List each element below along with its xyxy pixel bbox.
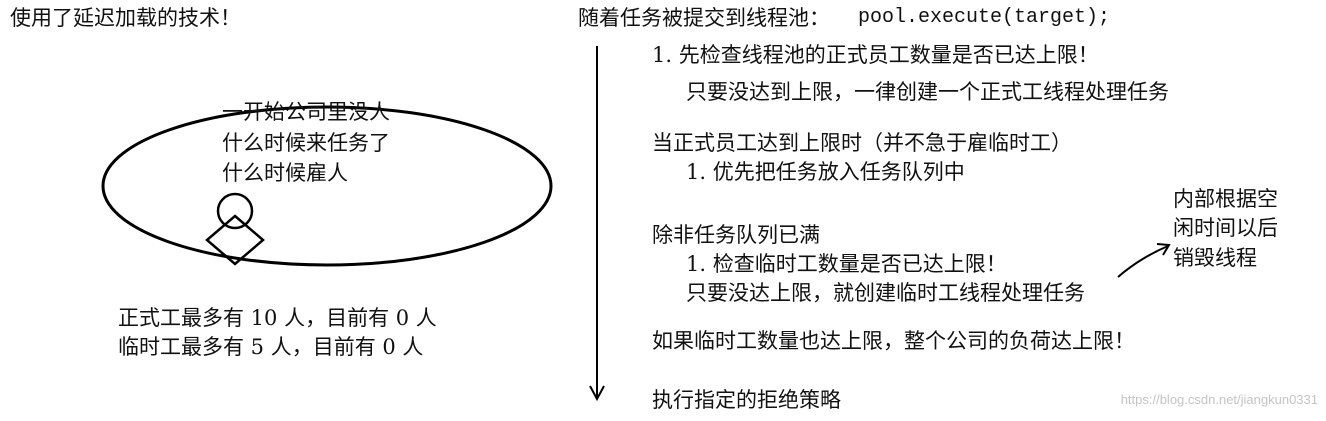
step-enqueue: 1. 优先把任务放入任务队列中 (686, 160, 965, 184)
heading-label: 随着任务被提交到线程池： (578, 6, 830, 30)
company-ellipse (101, 105, 553, 267)
note-line-2: 闲时间以后 (1173, 216, 1278, 240)
left-title: 使用了延迟加载的技术！ (10, 6, 241, 30)
step-check-regular: 1. 先检查线程池的正式员工数量是否已达上限！ (652, 43, 1099, 67)
ellipse-line-2: 什么时候来任务了 (222, 131, 390, 155)
note-arrow-line (1117, 245, 1169, 278)
note-line-1: 内部根据空 (1173, 187, 1278, 211)
step-check-temporary: 1. 检查临时工数量是否已达上限！ (686, 252, 1007, 276)
person-body-diamond (205, 214, 265, 266)
person-head-icon (216, 192, 254, 230)
watermark: https://blog.csdn.net/jiangkun0331 (1120, 392, 1318, 407)
step-all-full: 如果临时工数量也达上限，整个公司的负荷达上限！ (652, 329, 1135, 353)
step-create-temporary: 只要没达上限，就创建临时工线程处理任务 (686, 281, 1085, 305)
heading-code: pool.execute(target); (858, 6, 1111, 29)
flow-arrow-head (589, 385, 605, 402)
step-reject-policy: 执行指定的拒绝策略 (652, 388, 841, 412)
step-queue-full: 除非任务队列已满 (652, 223, 820, 247)
ellipse-line-3: 什么时候雇人 (222, 161, 348, 185)
step-create-regular: 只要没达到上限，一律创建一个正式工线程处理任务 (686, 80, 1169, 104)
ellipse-line-1: 一开始公司里没人 (222, 100, 390, 124)
note-arrow-head (1156, 243, 1171, 256)
note-line-3: 销毁线程 (1173, 246, 1257, 270)
step-regular-full: 当正式员工达到上限时（并不急于雇临时工） (652, 131, 1072, 155)
capacity-line-regular: 正式工最多有 10 人，目前有 0 人 (118, 306, 437, 330)
capacity-line-temporary: 临时工最多有 5 人，目前有 0 人 (118, 335, 424, 359)
